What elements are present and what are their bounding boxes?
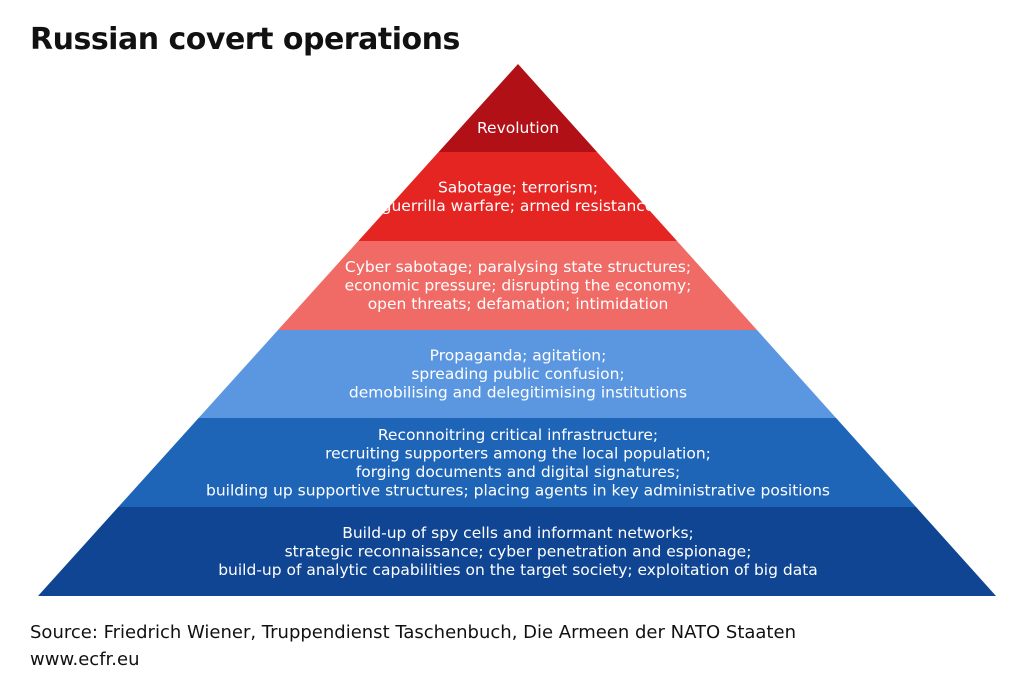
pyramid-layer-5-line-2: recruiting supporters among the local po… [325,444,711,462]
pyramid-layer-6-line-3: build-up of analytic capabilities on the… [218,561,818,579]
pyramid-layer-3-line-1: Cyber sabotage; paralysing state structu… [345,258,691,276]
pyramid-layer-4 [198,330,837,418]
pyramid-layer-4-line-3: demobilising and delegitimising institut… [349,384,687,402]
pyramid-layer-1-line-1: Revolution [477,119,559,137]
pyramid-layer-6 [38,507,996,596]
pyramid-layer-3-line-2: economic pressure; disrupting the econom… [345,277,692,295]
pyramid-layer-2-line-2: guerrilla warfare; armed resistance [382,197,655,215]
pyramid-layer-3-line-3: open threats; defamation; intimidation [368,295,669,313]
source-url: www.ecfr.eu [30,649,140,670]
pyramid-layer-5-line-4: building up supportive structures; placi… [206,481,830,499]
page-title: Russian covert operations [30,22,460,57]
pyramid-layer-4-line-2: spreading public confusion; [411,365,624,383]
pyramid-layer-5 [118,418,917,507]
source-citation: Source: Friedrich Wiener, Truppendienst … [30,622,796,643]
pyramid-layer-3 [278,241,757,330]
pyramid-layer-2-line-1: Sabotage; terrorism; [438,178,598,196]
pyramid-layer-2 [358,152,678,241]
pyramid-layer-4-line-1: Propaganda; agitation; [430,347,607,365]
pyramid-layer-6-line-1: Build-up of spy cells and informant netw… [342,524,694,542]
pyramid-layer-6-line-2: strategic reconnaissance; cyber penetrat… [285,543,752,561]
pyramid-layer-5-line-3: forging documents and digital signatures… [356,463,680,481]
pyramid-layer-1 [438,64,598,152]
pyramid-layer-5-line-1: Reconnoitring critical infrastructure; [378,426,658,444]
